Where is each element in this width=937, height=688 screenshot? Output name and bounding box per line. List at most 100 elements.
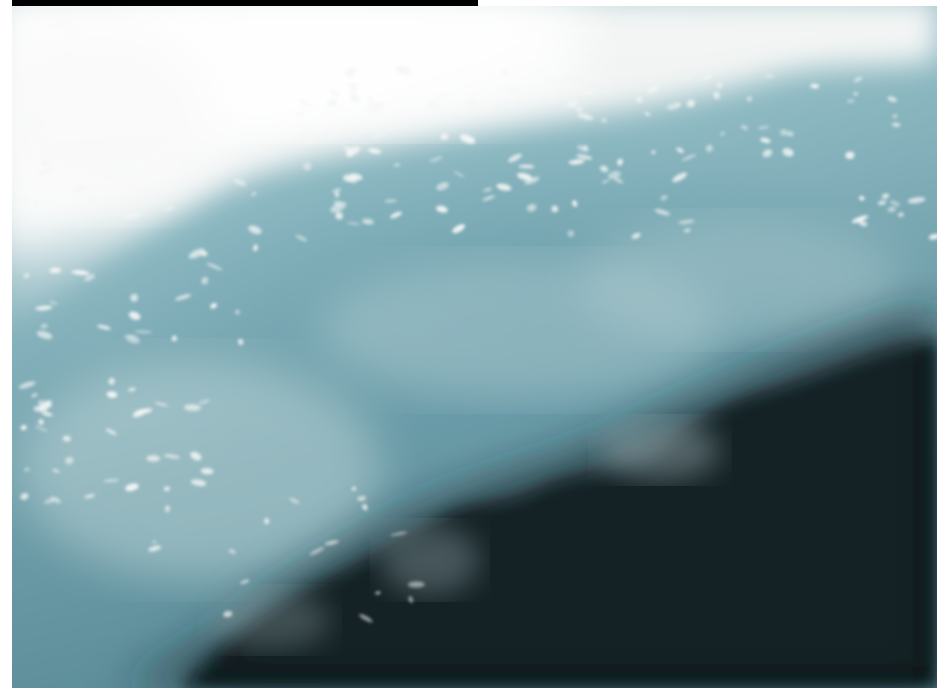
ice-floe: [106, 391, 118, 398]
ice-floe: [125, 483, 139, 492]
ice-floe: [408, 596, 414, 603]
ice-floe: [851, 215, 869, 223]
ice-floe: [164, 505, 171, 513]
ice-floe: [602, 72, 611, 78]
ice-floe: [223, 610, 233, 618]
ice-floe: [97, 324, 111, 330]
smoke-wisp: [210, 590, 330, 650]
ice-floe: [390, 531, 408, 536]
smoke-wisp: [600, 420, 720, 480]
ice-floe: [526, 203, 537, 212]
ice-floe: [847, 99, 855, 103]
ice-floe: [40, 323, 48, 329]
ice-floe: [201, 276, 209, 285]
ice-floe: [164, 206, 175, 210]
ice-floe: [716, 82, 723, 89]
ice-floe: [371, 133, 387, 138]
ice-floe: [152, 540, 157, 544]
ice-floe: [84, 494, 95, 499]
ice-floe: [567, 230, 575, 237]
ice-floe: [295, 111, 305, 117]
ice-floe: [124, 211, 142, 220]
ice-floe: [190, 479, 207, 487]
ice-floe: [682, 76, 692, 80]
ice-floe: [394, 163, 400, 167]
ice-floe: [345, 68, 357, 76]
ice-floe: [352, 100, 358, 104]
ice-floe: [853, 76, 863, 83]
ice-floe: [74, 184, 86, 192]
ice-floe: [644, 112, 651, 116]
ice-floes: [18, 65, 937, 623]
ice-floe: [102, 174, 113, 178]
ice-floe: [654, 209, 671, 216]
ice-floe: [636, 96, 643, 103]
ice-floe: [295, 234, 308, 242]
ice-floe: [366, 108, 384, 112]
ice-floe: [928, 233, 937, 240]
smoke-wisp: [380, 525, 480, 595]
ice-floe: [184, 404, 201, 411]
ice-floe: [146, 455, 161, 462]
ice-floe: [747, 96, 752, 102]
ice-floe: [853, 92, 858, 96]
ice-floe: [676, 147, 684, 153]
ice-floe: [351, 486, 356, 491]
ice-floe: [175, 294, 192, 301]
ice-floe: [49, 300, 58, 305]
ice-floe: [233, 178, 247, 187]
ice-floe: [858, 220, 868, 227]
ice-floe: [782, 148, 794, 157]
ice-floe: [651, 150, 656, 155]
ice-floe: [38, 168, 53, 176]
ice-floe: [453, 171, 465, 178]
ice-floe: [148, 545, 162, 552]
ice-floe: [881, 193, 890, 200]
ice-floe: [123, 335, 137, 338]
ice-floe: [221, 162, 227, 170]
ice-floe: [206, 262, 223, 271]
ice-floe: [859, 195, 865, 201]
ice-floe: [330, 201, 347, 213]
ice-floe: [349, 173, 363, 181]
ice-floe: [395, 65, 412, 75]
ice-floe: [298, 98, 310, 106]
ice-floe: [38, 400, 52, 411]
ice-floe: [757, 126, 770, 130]
ice-floe: [303, 162, 312, 171]
ice-floe: [368, 148, 382, 154]
ice-floe: [20, 424, 27, 431]
ice-floe: [845, 151, 855, 160]
ice-floe: [49, 267, 61, 274]
ice-floe: [41, 411, 53, 417]
ice-floe: [568, 159, 585, 165]
ice-floe: [614, 178, 624, 184]
ice-floe: [720, 131, 725, 136]
ice-floe: [551, 205, 559, 213]
ice-floe: [332, 188, 342, 193]
ice-floe: [647, 85, 659, 94]
ice-floe: [289, 497, 300, 504]
ice-floe: [348, 74, 355, 79]
ice-floe: [350, 85, 357, 93]
ice-floe: [335, 211, 344, 220]
ice-floe: [686, 99, 695, 108]
ice-floe: [483, 187, 493, 192]
ice-floe: [436, 182, 449, 191]
cloud-puff: [0, 30, 210, 210]
ice-floe: [764, 74, 775, 78]
ice-floe: [134, 408, 153, 415]
ice-floe: [128, 387, 136, 392]
top-bar: [12, 0, 478, 6]
ice-floe: [38, 419, 44, 425]
mist-patch: [20, 360, 380, 580]
ice-floe: [601, 179, 610, 184]
ice-floe: [375, 591, 381, 595]
ice-floe: [134, 330, 152, 333]
ice-floe: [887, 96, 898, 103]
ice-floe: [786, 130, 794, 137]
ice-floe: [907, 197, 926, 204]
ice-floe: [502, 69, 508, 76]
ice-floe: [660, 195, 668, 201]
